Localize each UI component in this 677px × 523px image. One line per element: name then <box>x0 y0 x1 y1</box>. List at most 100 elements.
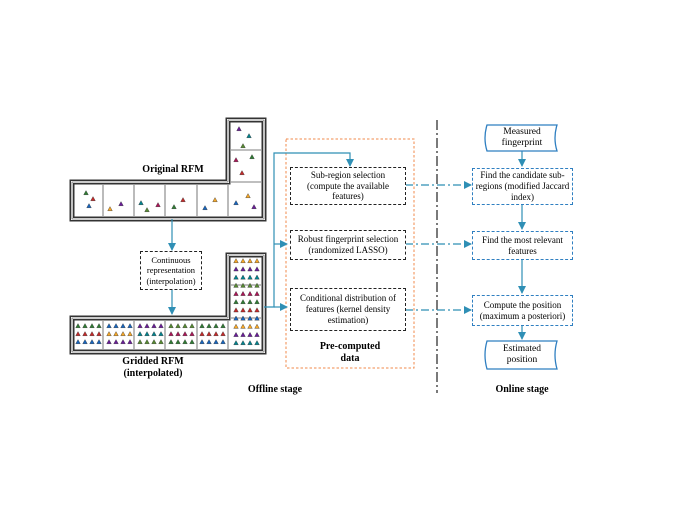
interpolated-marker <box>240 282 246 288</box>
fingerprint-marker <box>118 201 124 206</box>
interpolated-marker <box>120 323 126 328</box>
interpolated-marker <box>240 258 246 263</box>
interpolated-marker <box>254 340 260 345</box>
interpolated-marker <box>233 274 239 280</box>
continuous-line1: Continuous <box>151 255 191 266</box>
interpolated-marker <box>175 323 181 328</box>
interpolated-marker <box>247 290 253 296</box>
interpolated-marker <box>144 339 150 344</box>
interpolated-marker <box>240 331 246 337</box>
interpolated-marker <box>233 282 239 288</box>
interpolated-marker <box>199 339 205 344</box>
interpolated-marker <box>233 258 239 263</box>
fingerprint-marker <box>240 143 246 148</box>
interpolated-marker <box>254 266 260 272</box>
interpolated-marker <box>137 323 143 328</box>
interpolated-marker <box>247 266 253 272</box>
interpolated-marker <box>189 323 195 328</box>
interpolated-marker <box>82 323 88 328</box>
interpolated-marker <box>120 339 126 344</box>
candidate-subregions-box: Find the candidate sub-regions (modified… <box>472 168 573 205</box>
interpolated-marker <box>213 339 219 344</box>
interpolated-marker <box>189 331 195 336</box>
fingerprint-marker <box>212 197 218 202</box>
interpolated-marker <box>233 266 239 272</box>
interpolated-marker <box>254 299 260 304</box>
interpolated-marker <box>247 307 253 313</box>
interpolated-marker <box>240 299 246 304</box>
interpolated-marker <box>254 331 260 337</box>
interpolated-marker <box>199 331 205 336</box>
interpolated-marker <box>254 323 260 329</box>
interpolated-marker <box>247 274 253 280</box>
fingerprint-marker <box>83 190 89 195</box>
interpolated-marker <box>247 331 253 337</box>
interpolated-marker <box>113 331 119 336</box>
fingerprint-marker <box>251 204 257 209</box>
interpolated-marker <box>82 331 88 336</box>
gridded-rfm-floorplan <box>69 252 267 355</box>
interpolated-marker <box>168 331 174 336</box>
interpolated-marker <box>96 331 102 336</box>
interpolated-marker <box>151 331 157 336</box>
subregion-selection-text: Sub-region selection (compute the availa… <box>307 169 389 202</box>
interpolated-marker <box>137 331 143 336</box>
interpolated-marker <box>106 339 112 344</box>
fingerprint-marker <box>236 126 242 131</box>
gridded-rfm-title-line2: (interpolated) <box>123 367 183 379</box>
gridded-rfm-title: Gridded RFM (interpolated) <box>108 356 198 379</box>
continuous-line3: (interpolation) <box>146 275 196 286</box>
measured-line1: Measured <box>503 127 541 138</box>
original-rfm-title: Original RFM <box>142 164 204 175</box>
interpolated-marker <box>199 323 205 328</box>
interpolated-marker <box>82 339 88 344</box>
interpolated-marker <box>144 323 150 328</box>
interpolated-marker <box>206 331 212 336</box>
interpolated-marker <box>240 323 246 329</box>
interpolated-marker <box>247 282 253 288</box>
interpolated-marker <box>254 258 260 263</box>
interpolated-marker <box>127 323 133 328</box>
interpolated-marker <box>206 323 212 328</box>
fingerprint-marker <box>180 197 186 202</box>
relevant-features-text: Find the most relevant features <box>482 234 563 256</box>
interpolated-marker <box>89 339 95 344</box>
interpolated-marker <box>233 323 239 329</box>
relevant-features-box: Find the most relevant features <box>472 231 573 260</box>
interpolated-marker <box>89 323 95 328</box>
measured-fingerprint-shape <box>484 124 558 152</box>
original-rfm-floorplan <box>69 117 267 222</box>
estimated-line1: Estimated <box>503 344 541 355</box>
interpolated-marker <box>240 274 246 280</box>
fingerprint-marker <box>86 203 92 208</box>
estimated-position-label: Estimated position <box>487 341 557 369</box>
interpolated-marker <box>233 340 239 345</box>
interpolated-marker <box>254 307 260 313</box>
interpolated-marker <box>158 331 164 336</box>
interpolated-marker <box>220 331 226 336</box>
subregion-selection-box: Sub-region selection (compute the availa… <box>290 167 406 205</box>
fingerprint-marker <box>138 200 144 205</box>
interpolated-marker <box>247 299 253 304</box>
interpolated-marker <box>254 274 260 280</box>
conditional-distribution-box: Conditional distribution of features (ke… <box>290 288 406 331</box>
interpolated-marker <box>158 323 164 328</box>
interpolated-marker <box>75 331 81 336</box>
candidate-subregions-text: Find the candidate sub-regions (modified… <box>475 170 570 202</box>
continuous-representation-box: Continuous representation (interpolation… <box>140 251 202 290</box>
fingerprint-marker <box>249 154 255 159</box>
fingerprint-marker <box>107 206 113 211</box>
compute-position-box: Compute the position (maximum a posterio… <box>472 295 573 326</box>
fingerprint-marker <box>171 204 177 209</box>
interpolated-marker <box>189 339 195 344</box>
interpolated-marker <box>254 290 260 296</box>
interpolated-marker <box>240 290 246 296</box>
interpolated-marker <box>247 315 253 321</box>
gridded-rfm-title-line1: Gridded RFM <box>122 356 184 367</box>
interpolated-marker <box>233 299 239 304</box>
interpolated-marker <box>96 339 102 344</box>
robust-fingerprint-text: Robust fingerprint selection (randomized… <box>297 234 399 255</box>
continuous-line2: representation <box>146 265 196 276</box>
interpolated-marker <box>233 290 239 296</box>
interpolated-marker <box>113 339 119 344</box>
